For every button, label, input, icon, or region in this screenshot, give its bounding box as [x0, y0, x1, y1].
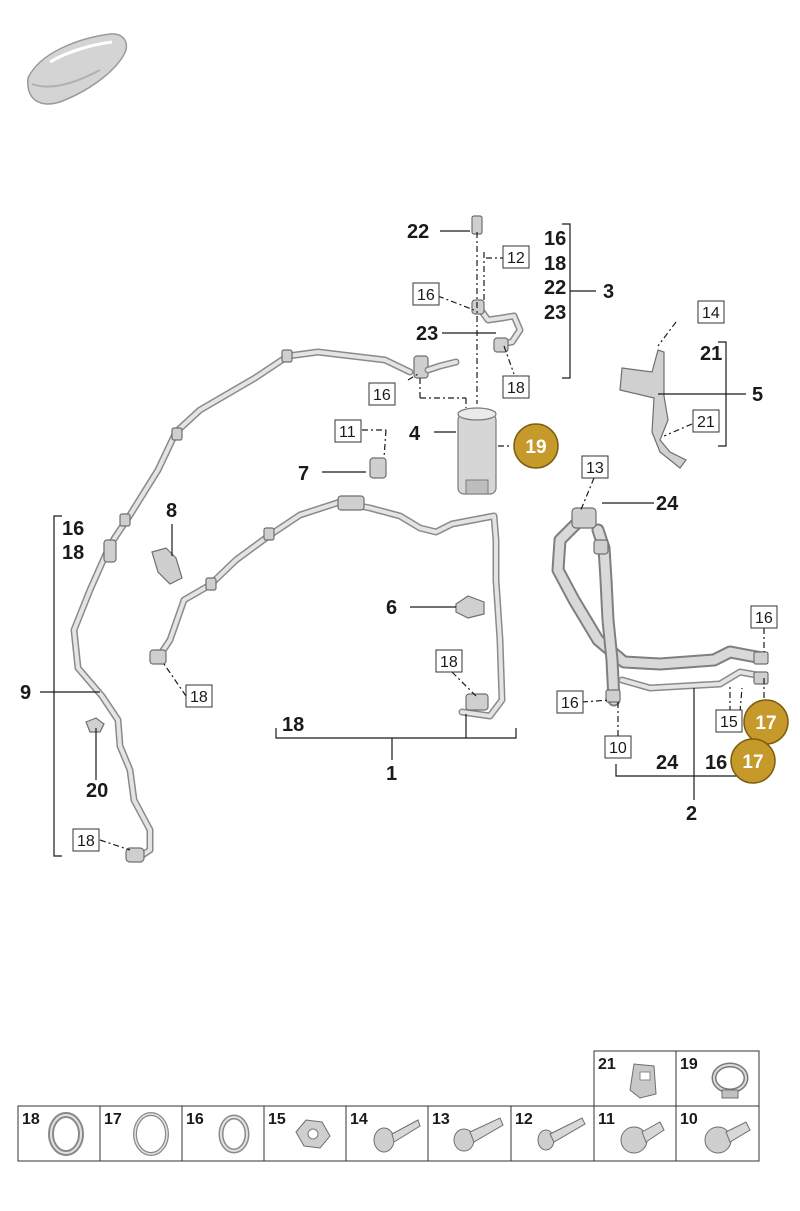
legend-number-14: 14: [350, 1111, 368, 1128]
valve-fitting: [413, 355, 460, 379]
boxed-callout-11: 11: [339, 424, 356, 441]
bracket-5: [619, 349, 687, 469]
refrigerant-hose-2: [551, 507, 769, 707]
boxed-callout-16-upper: 16: [417, 287, 435, 304]
legend-number-17: 17: [104, 1111, 122, 1128]
hex-nut-icon: [295, 1119, 331, 1149]
legend-number-16: 16: [186, 1111, 204, 1128]
pipe-assembly-3: [471, 215, 524, 353]
legend-number-11: 11: [598, 1111, 615, 1128]
refrigerant-line-1: [149, 495, 506, 720]
highlighted-callouts: 19 17 17: [513, 423, 789, 784]
boxed-callout-18-upper: 18: [507, 380, 525, 397]
callout-3-group-22: 22: [544, 277, 566, 299]
legend-number-21: 21: [598, 1056, 616, 1073]
callout-24-lower: 24: [656, 752, 679, 774]
receiver-drier-4: [457, 407, 497, 495]
callout-24-upper: 24: [656, 493, 679, 515]
hex-socket-bolt-icon: [453, 1117, 504, 1152]
callout-3-group-23: 23: [544, 302, 566, 324]
callout-6: 6: [386, 597, 397, 619]
boxed-callout-16-right: 16: [755, 610, 773, 627]
torx-bolt-icon: [620, 1121, 665, 1154]
boxed-callout-13: 13: [586, 460, 604, 477]
callout-22: 22: [407, 221, 429, 243]
callout-8: 8: [166, 500, 177, 522]
bracket-clip-icon: [629, 1063, 657, 1099]
leader-lines: [40, 223, 765, 857]
boxed-callout-21: 21: [697, 414, 715, 431]
plug-8: [151, 547, 183, 585]
callout-3-group-18: 18: [544, 253, 566, 275]
callout-3: 3: [603, 281, 614, 303]
parts-legend: 21 19 18 17 16 15 14 13 12 11 10: [17, 1050, 760, 1162]
callout-7: 7: [298, 463, 309, 485]
bolt-icon: [537, 1117, 586, 1151]
callout-9: 9: [20, 682, 31, 704]
highlight-callout-17-lower: 17: [742, 752, 763, 773]
callout-18: 18: [282, 714, 304, 736]
callout-labels: 22 16 18 22 23 3 23 21 5 4 7 8 16 18 24 …: [20, 221, 763, 825]
boxed-callout-18-left: 18: [190, 689, 208, 706]
clip-6: [455, 595, 485, 619]
o-ring-icon: [218, 1114, 250, 1154]
refrigerant-line-9: [70, 348, 414, 863]
callout-9-group-18: 18: [62, 542, 84, 564]
flange-bolt-icon: [373, 1119, 421, 1153]
callout-5-group-21: 21: [700, 343, 722, 365]
legend-number-13: 13: [432, 1111, 450, 1128]
callout-23: 23: [416, 323, 438, 345]
callout-5: 5: [752, 384, 763, 406]
boxed-callout-16-hose: 16: [561, 695, 579, 712]
hose-clamp-icon: [711, 1062, 749, 1099]
boxed-callout-12: 12: [507, 250, 525, 267]
boxed-callout-18-line1: 18: [440, 654, 458, 671]
callout-4: 4: [409, 423, 421, 445]
callout-20: 20: [86, 780, 108, 802]
boxed-callout-18-bottom: 18: [77, 833, 95, 850]
legend-number-18: 18: [22, 1111, 40, 1128]
highlight-callout-19: 19: [525, 437, 546, 458]
boxed-callout-10: 10: [609, 740, 627, 757]
highlight-callout-17-upper: 17: [755, 713, 776, 734]
boxed-callout-14: 14: [702, 305, 720, 322]
callout-16: 16: [705, 752, 727, 774]
o-ring-thick-icon: [48, 1112, 84, 1156]
legend-number-19: 19: [680, 1056, 698, 1073]
o-ring-thin-icon: [133, 1112, 169, 1156]
boxed-callout-16-valve: 16: [373, 387, 391, 404]
legend-number-15: 15: [268, 1111, 286, 1128]
callout-9-group-16: 16: [62, 518, 84, 540]
callout-2: 2: [686, 803, 697, 825]
callout-3-group-16: 16: [544, 228, 566, 250]
plug-7: [369, 457, 387, 479]
torx-screw-icon: [704, 1121, 751, 1154]
boxed-callouts: 12 16 18 16 11 14 21 13 18 18 16 16 15 1…: [72, 245, 778, 852]
legend-number-12: 12: [515, 1111, 533, 1128]
callout-1: 1: [386, 763, 397, 785]
clip-20: [85, 717, 105, 733]
legend-number-10: 10: [680, 1111, 698, 1128]
boxed-callout-15: 15: [720, 714, 738, 731]
vehicle-thumbnail-icon: [27, 33, 128, 105]
